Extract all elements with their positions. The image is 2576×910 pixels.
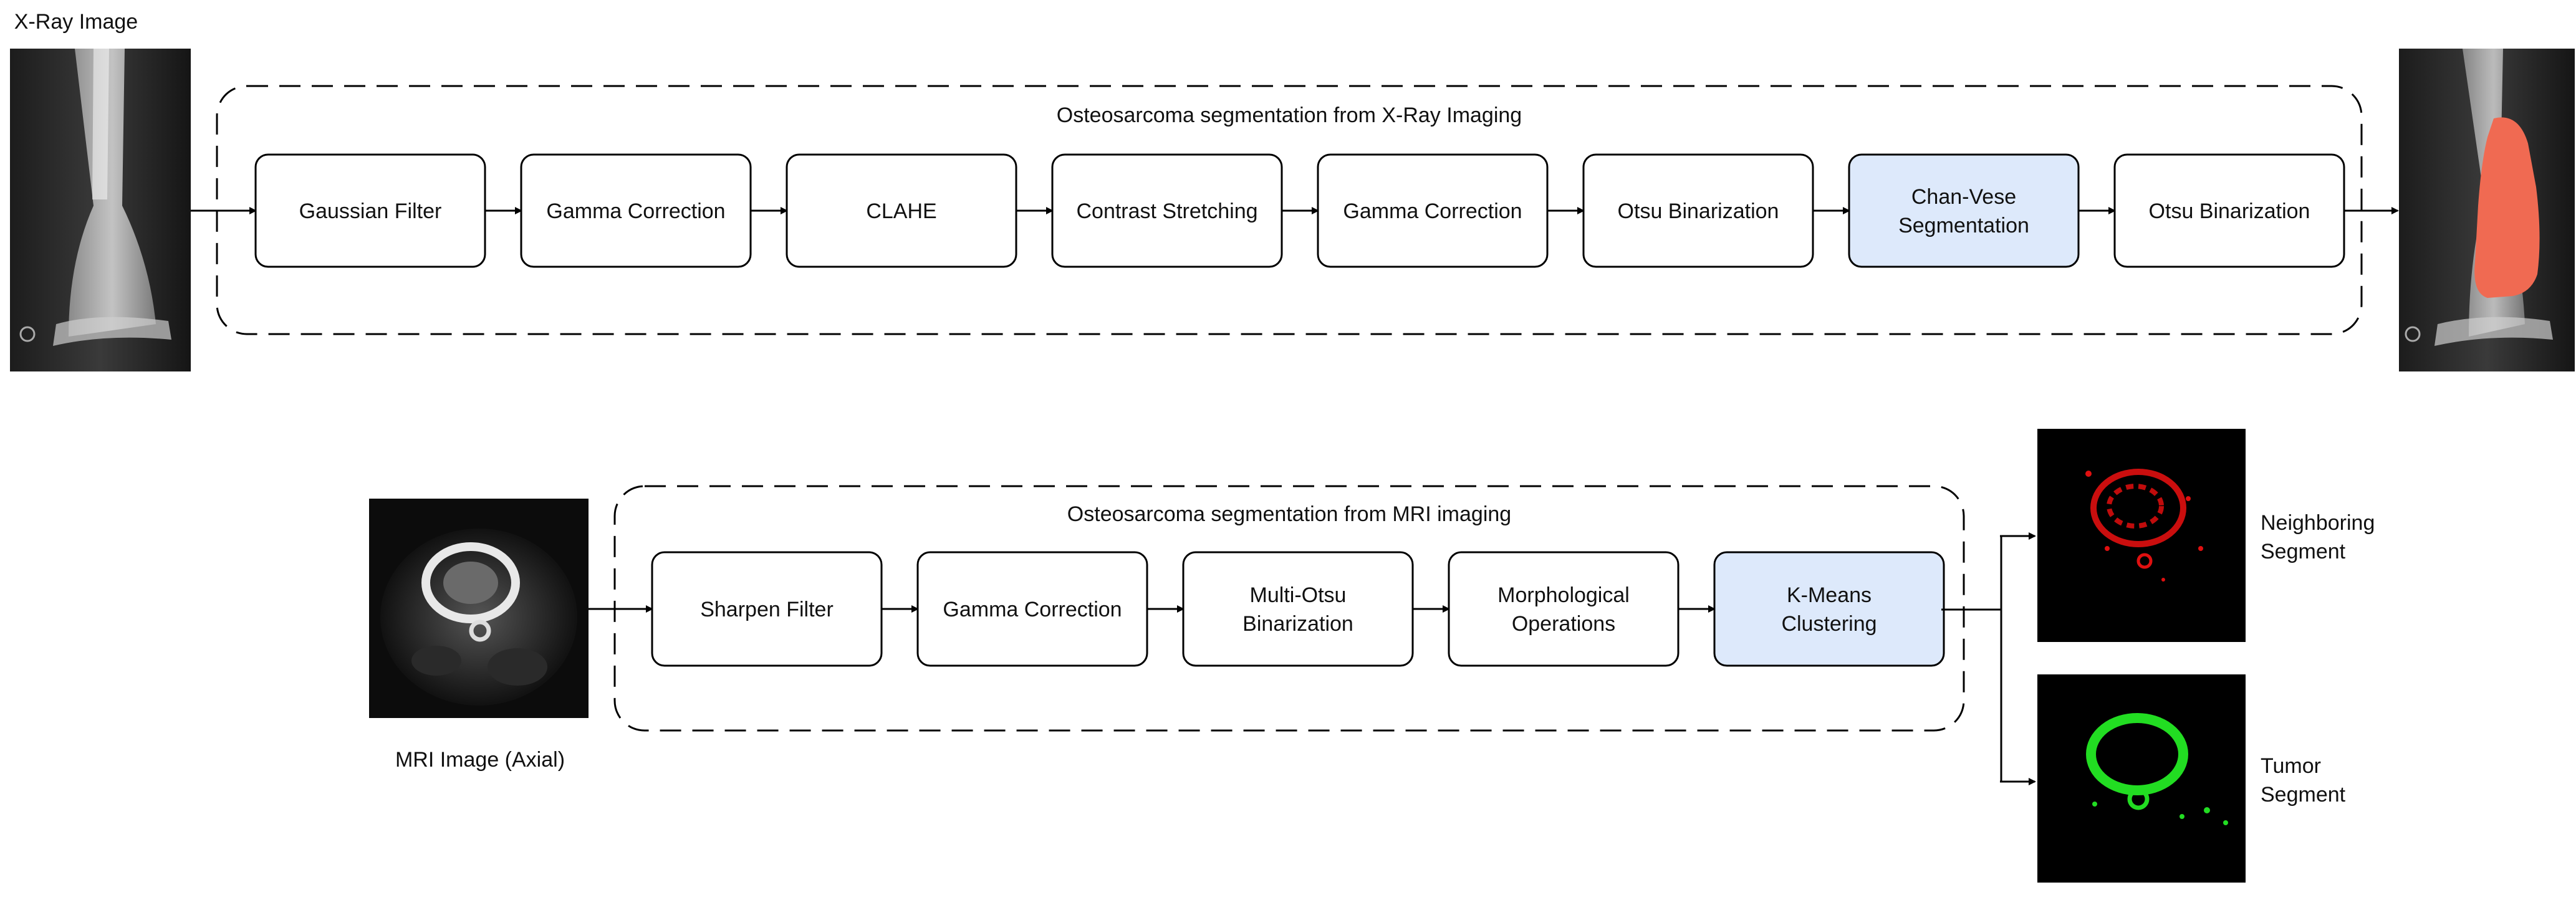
mri-image-caption: MRI Image (Axial) [395, 748, 565, 772]
mri-input-image [369, 499, 589, 718]
mri-step-label-4-2: Operations [1512, 612, 1615, 636]
xray-steps: Gaussian Filter Gamma Correction CLAHE Cont… [191, 153, 2399, 268]
neighboring-segment-label-1: Neighboring [2261, 511, 2375, 535]
tumor-segment-label-2: Segment [2261, 783, 2346, 807]
tumor-segment-label-1: Tumor [2261, 754, 2321, 778]
neighboring-segment-label-2: Segment [2261, 540, 2346, 563]
xray-group-title: Osteosarcoma segmentation from X-Ray Ima… [1057, 103, 1522, 127]
mri-step-label-1: Sharpen Filter [700, 598, 834, 621]
mri-step-box-5 [1713, 551, 1945, 667]
mri-steps: Sharpen Filter Gamma Correction Multi-Otsu… [589, 551, 1945, 667]
xray-step-box-7 [1848, 153, 2080, 268]
mri-step-label-3-1: Multi-Otsu [1250, 583, 1347, 607]
xray-image-caption: X-Ray Image [14, 10, 138, 34]
xray-output-image [2399, 49, 2575, 371]
mri-step-label-2: Gamma Correction [943, 598, 1122, 621]
mri-step-label-3-2: Binarization [1242, 612, 1353, 636]
xray-step-label-8: Otsu Binarization [2149, 199, 2310, 223]
xray-step-label-3: CLAHE [866, 199, 936, 223]
mri-group-title: Osteosarcoma segmentation from MRI imagi… [1067, 502, 1511, 526]
xray-step-label-1: Gaussian Filter [299, 199, 442, 223]
mri-step-label-4-1: Morphological [1497, 583, 1630, 607]
xray-step-label-2: Gamma Correction [546, 199, 725, 223]
mri-step-label-5-2: Clustering [1781, 612, 1877, 636]
xray-step-label-7-1: Chan-Vese [1911, 185, 2016, 209]
tumor-segment-image [2037, 674, 2246, 883]
xray-pipeline-group [216, 85, 2363, 335]
xray-step-label-4: Contrast Stretching [1076, 199, 1257, 223]
xray-step-label-5: Gamma Correction [1343, 199, 1522, 223]
mri-step-box-3 [1182, 551, 1414, 667]
neighboring-segment-image [2037, 429, 2246, 642]
xray-step-label-6: Otsu Binarization [1618, 199, 1779, 223]
mri-step-box-4 [1448, 551, 1680, 667]
tumor-overlay [2474, 117, 2540, 299]
mri-split-connector [1941, 532, 2036, 785]
xray-input-image [10, 49, 191, 371]
xray-step-label-7-2: Segmentation [1898, 214, 2029, 237]
mri-step-label-5-1: K-Means [1787, 583, 1872, 607]
